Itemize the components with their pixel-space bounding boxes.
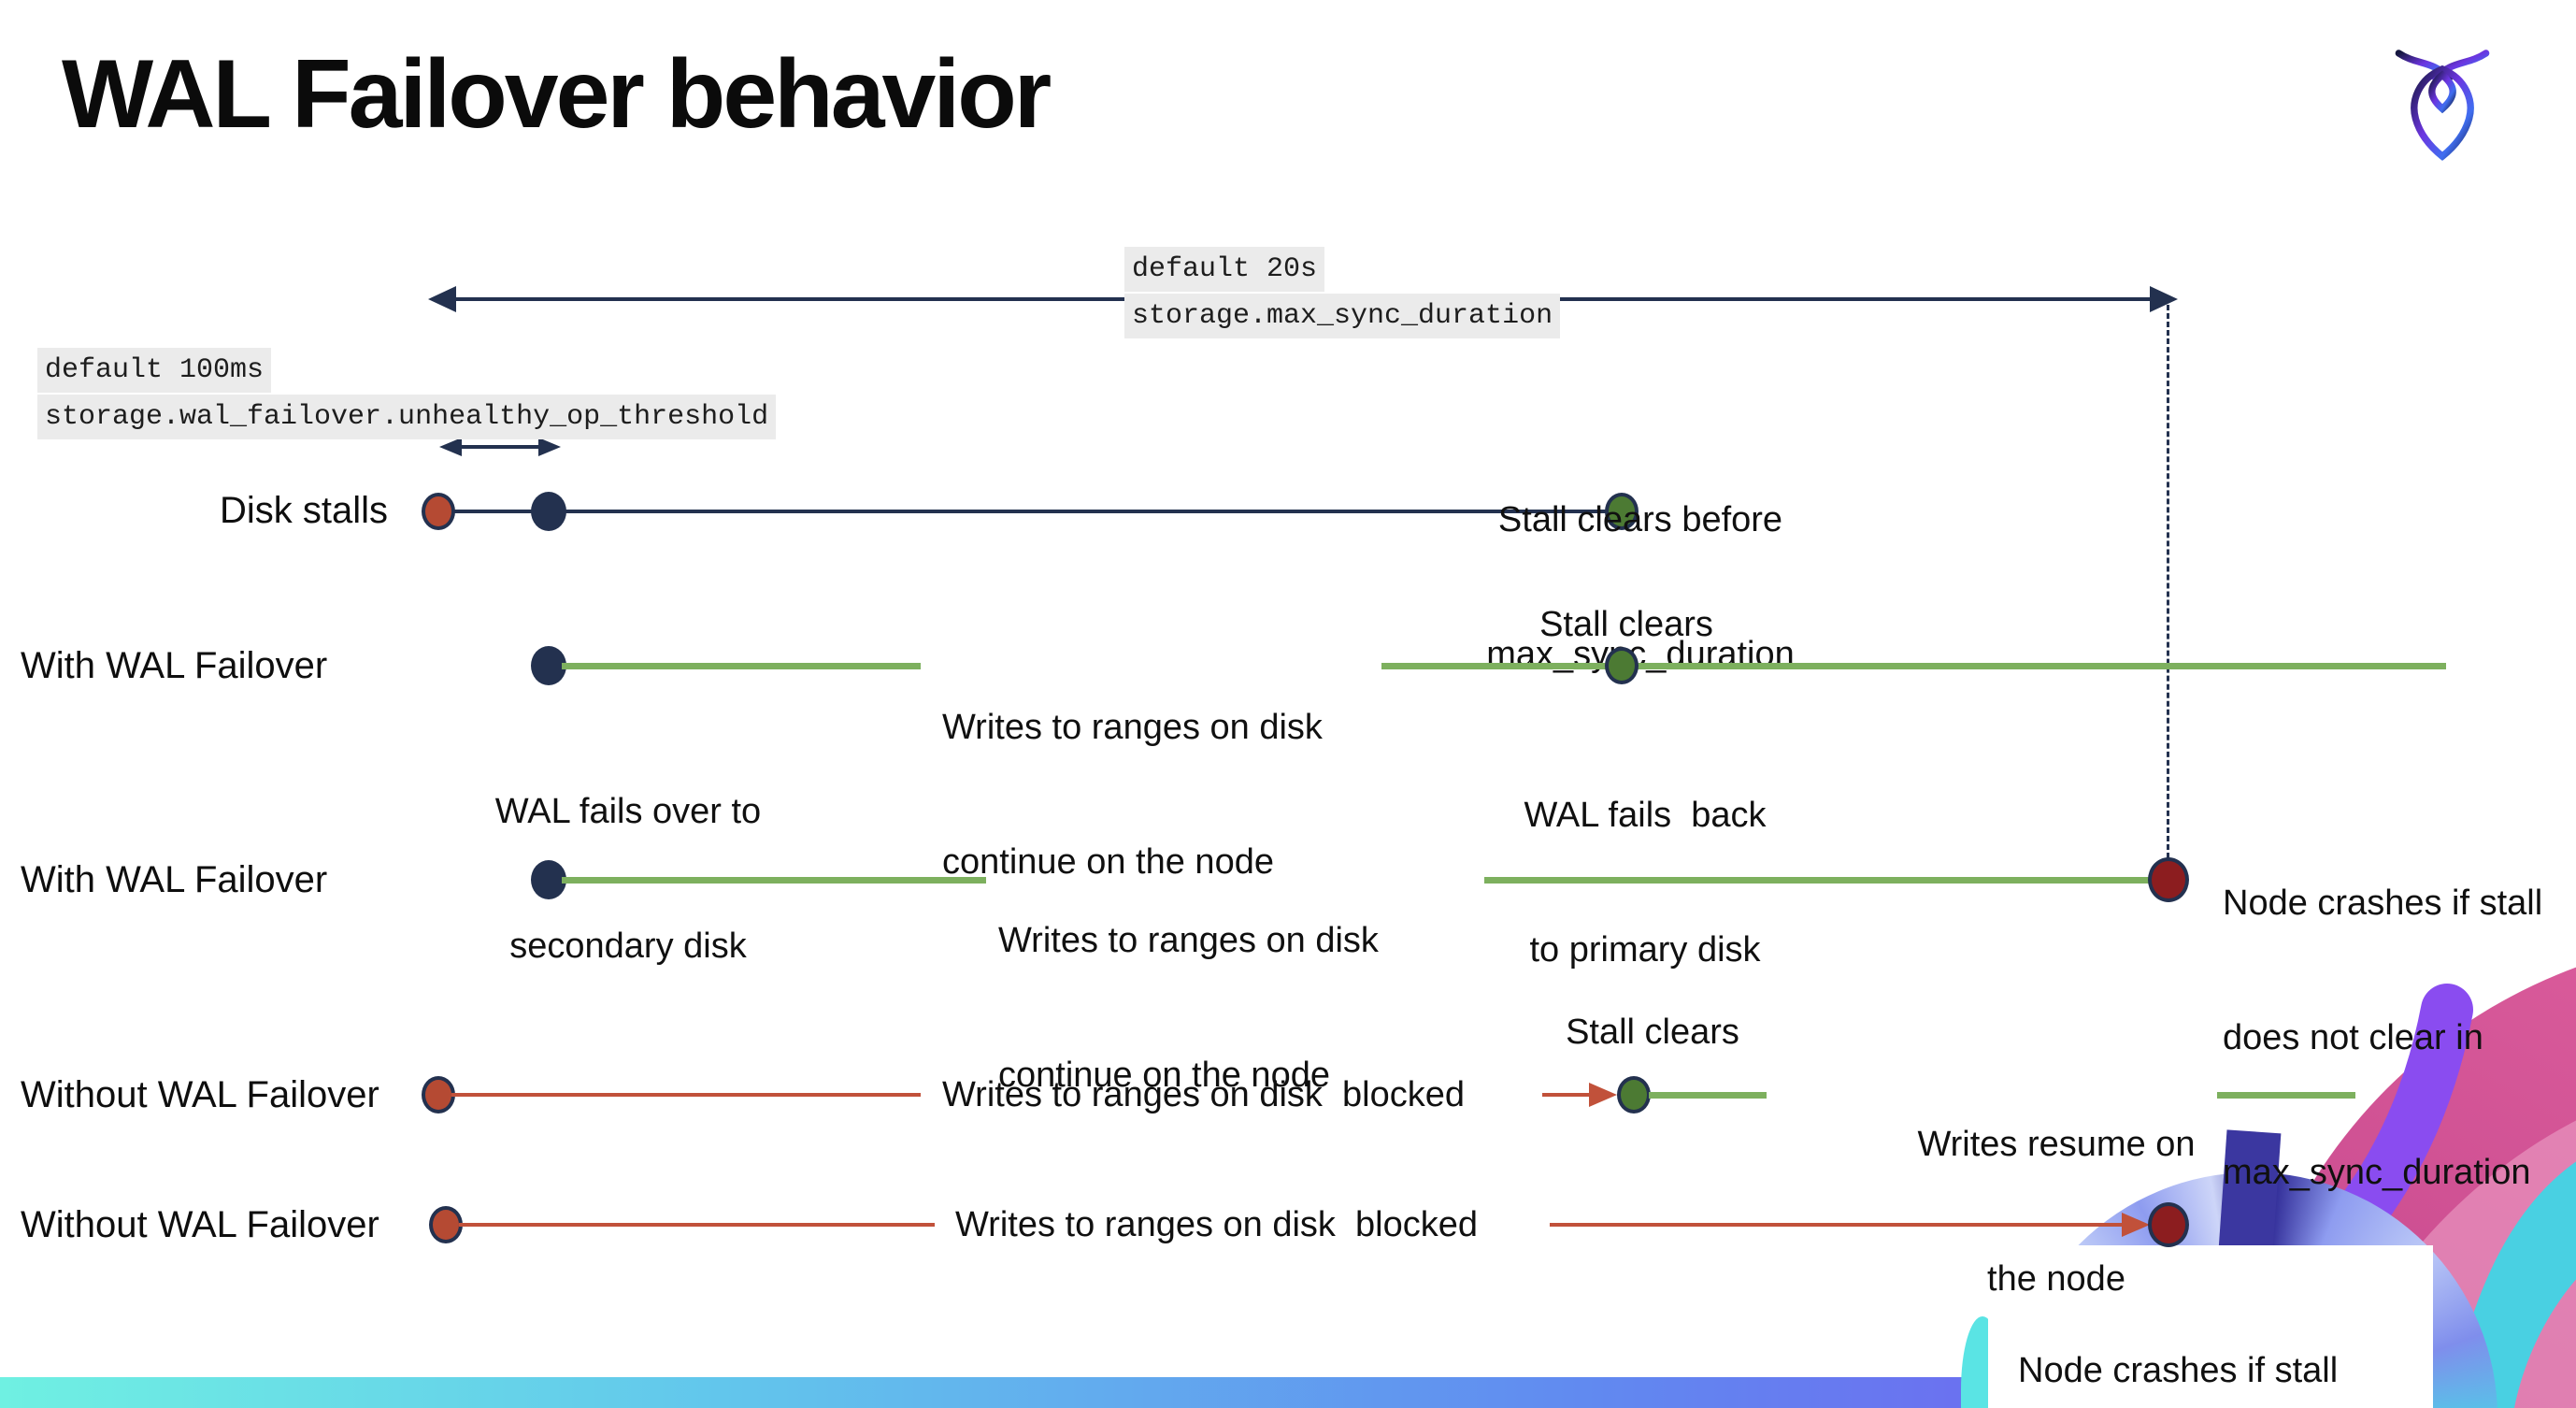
writes-blocked2-line-b	[1550, 1223, 2124, 1227]
writes-continue-note-2: Writes to ranges on disk continue on the…	[998, 921, 1379, 1095]
threshold-arrow-line	[456, 445, 542, 449]
max-sync-setting-name: storage.max_sync_duration	[1124, 294, 1561, 338]
stall-clears-note: Stall clears	[1539, 605, 1713, 644]
writes-resume-note: Writes resume on the node	[1917, 1125, 2196, 1299]
unhealthy-op-threshold-label: default 100ms storage.wal_failover.unhea…	[37, 348, 777, 441]
arrow-left-icon	[428, 286, 456, 312]
threshold-default-value: default 100ms	[37, 348, 272, 393]
writes-blocked-note-2: Writes to ranges on disk blocked	[955, 1205, 1479, 1244]
max-sync-deadline-dashed-line	[2167, 305, 2169, 858]
row-label-without-wal-1: Without WAL Failover	[21, 1074, 379, 1115]
failover-threshold-marker	[531, 492, 566, 531]
page-title: WAL Failover behavior	[62, 40, 1052, 149]
writes-resume-line-a	[1649, 1092, 1767, 1099]
threshold-arrow-left-icon	[439, 438, 462, 456]
wal-fails-over-note: WAL fails over to secondary disk	[494, 792, 762, 966]
row-label-with-wal-1: With WAL Failover	[21, 645, 328, 686]
row-label-without-wal-2: Without WAL Failover	[21, 1204, 379, 1245]
failover-marker-2	[531, 860, 566, 899]
writes-resume-line-b	[2217, 1092, 2355, 1099]
failover-marker	[531, 646, 566, 685]
stall-start-marker-3	[429, 1206, 463, 1243]
stall-clears-before-note: Stall clears before max_sync_duration	[1486, 500, 1795, 674]
stall-clear-marker-2	[1605, 647, 1639, 684]
wal-fails-back-note: WAL fails back to primary disk	[1524, 796, 1767, 970]
stall-start-marker	[422, 493, 455, 530]
writes-continue2-line-a	[562, 877, 986, 884]
row-label-with-wal-2: With WAL Failover	[21, 859, 328, 900]
writes-blocked-note: Writes to ranges on disk blocked	[942, 1075, 1466, 1114]
cockroachdb-logo-icon	[2395, 50, 2490, 161]
writes-blocked2-line-a	[459, 1223, 935, 1227]
crash-marker-2	[2148, 1202, 2189, 1247]
node-crashes-note-2: Node crashes if stall does not clear in …	[2018, 1351, 2339, 1390]
writes-continue-line-b	[1381, 663, 2446, 669]
node-crashes-callout: Node crashes if stall does not clear in …	[1988, 1245, 2433, 1408]
writes-continue-line-a	[562, 663, 921, 669]
blocked-arrowhead-icon-2	[2122, 1213, 2150, 1237]
writes-blocked-line-a	[451, 1093, 921, 1097]
row-label-disk-stalls: Disk stalls	[219, 490, 388, 531]
crash-marker	[2148, 857, 2189, 902]
threshold-arrow-right-icon	[538, 438, 561, 456]
stall-start-marker-2	[422, 1076, 455, 1113]
stall-clear-marker-3	[1617, 1076, 1651, 1113]
node-crashes-note: Node crashes if stall does not clear in …	[2223, 884, 2543, 1192]
disk-stall-timeline	[438, 510, 1622, 513]
stall-clears-note-2: Stall clears	[1566, 1013, 1739, 1052]
max-sync-duration-label: default 20s storage.max_sync_duration	[1124, 247, 1561, 340]
stall-clear-marker	[1605, 493, 1639, 530]
writes-continue2-line-b	[1484, 877, 2154, 884]
max-sync-default-value: default 20s	[1124, 247, 1325, 292]
threshold-setting-name: storage.wal_failover.unhealthy_op_thresh…	[37, 395, 777, 439]
blocked-arrowhead-icon	[1589, 1083, 1617, 1107]
arrow-right-icon	[2150, 286, 2178, 312]
writes-blocked-line-b	[1542, 1093, 1591, 1097]
writes-continue-note: Writes to ranges on disk continue on the…	[942, 708, 1323, 882]
